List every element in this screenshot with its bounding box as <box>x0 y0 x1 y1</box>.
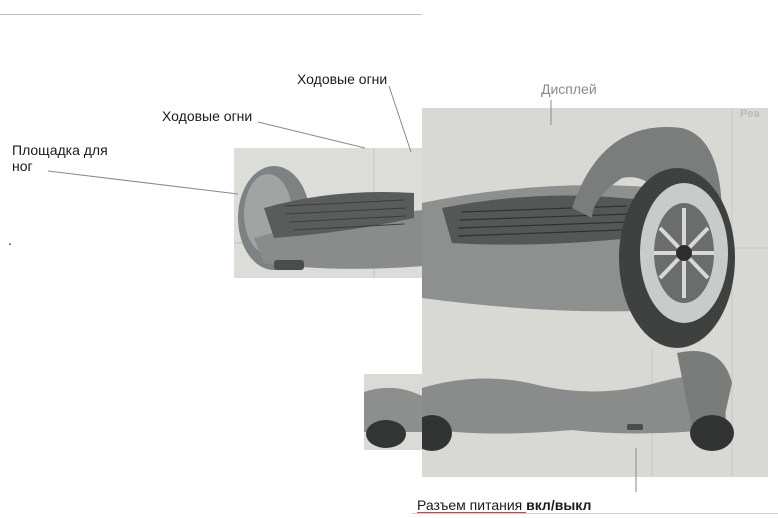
bottom-divider <box>412 513 778 514</box>
watermark: Pea <box>740 108 760 120</box>
label-running-lights-top: Ходовые огни <box>297 71 387 87</box>
label-foot-platform: Площадка для ног <box>12 142 132 174</box>
label-running-lights-left: Ходовые огни <box>162 108 252 124</box>
hoverboard-front-photo <box>364 374 422 450</box>
hoverboard-front-image <box>364 374 422 450</box>
label-power-port-switch: вкл/выкл <box>526 497 591 513</box>
top-divider <box>0 14 422 15</box>
hoverboard-main-image <box>422 108 768 477</box>
label-power-port-prefix: Разъем питания <box>417 497 526 513</box>
hoverboard-side-photo <box>234 148 424 278</box>
hoverboard-side-image <box>234 148 424 278</box>
label-display: Дисплей <box>541 81 597 97</box>
stray-dot: . <box>8 232 12 248</box>
hoverboard-main-photo: Pea <box>422 108 768 477</box>
label-power-port: Разъем питания вкл/выкл <box>417 497 591 513</box>
leader-foot-platform <box>48 171 238 194</box>
leader-running-lights-top <box>389 86 411 152</box>
leader-running-lights-left <box>258 122 365 148</box>
